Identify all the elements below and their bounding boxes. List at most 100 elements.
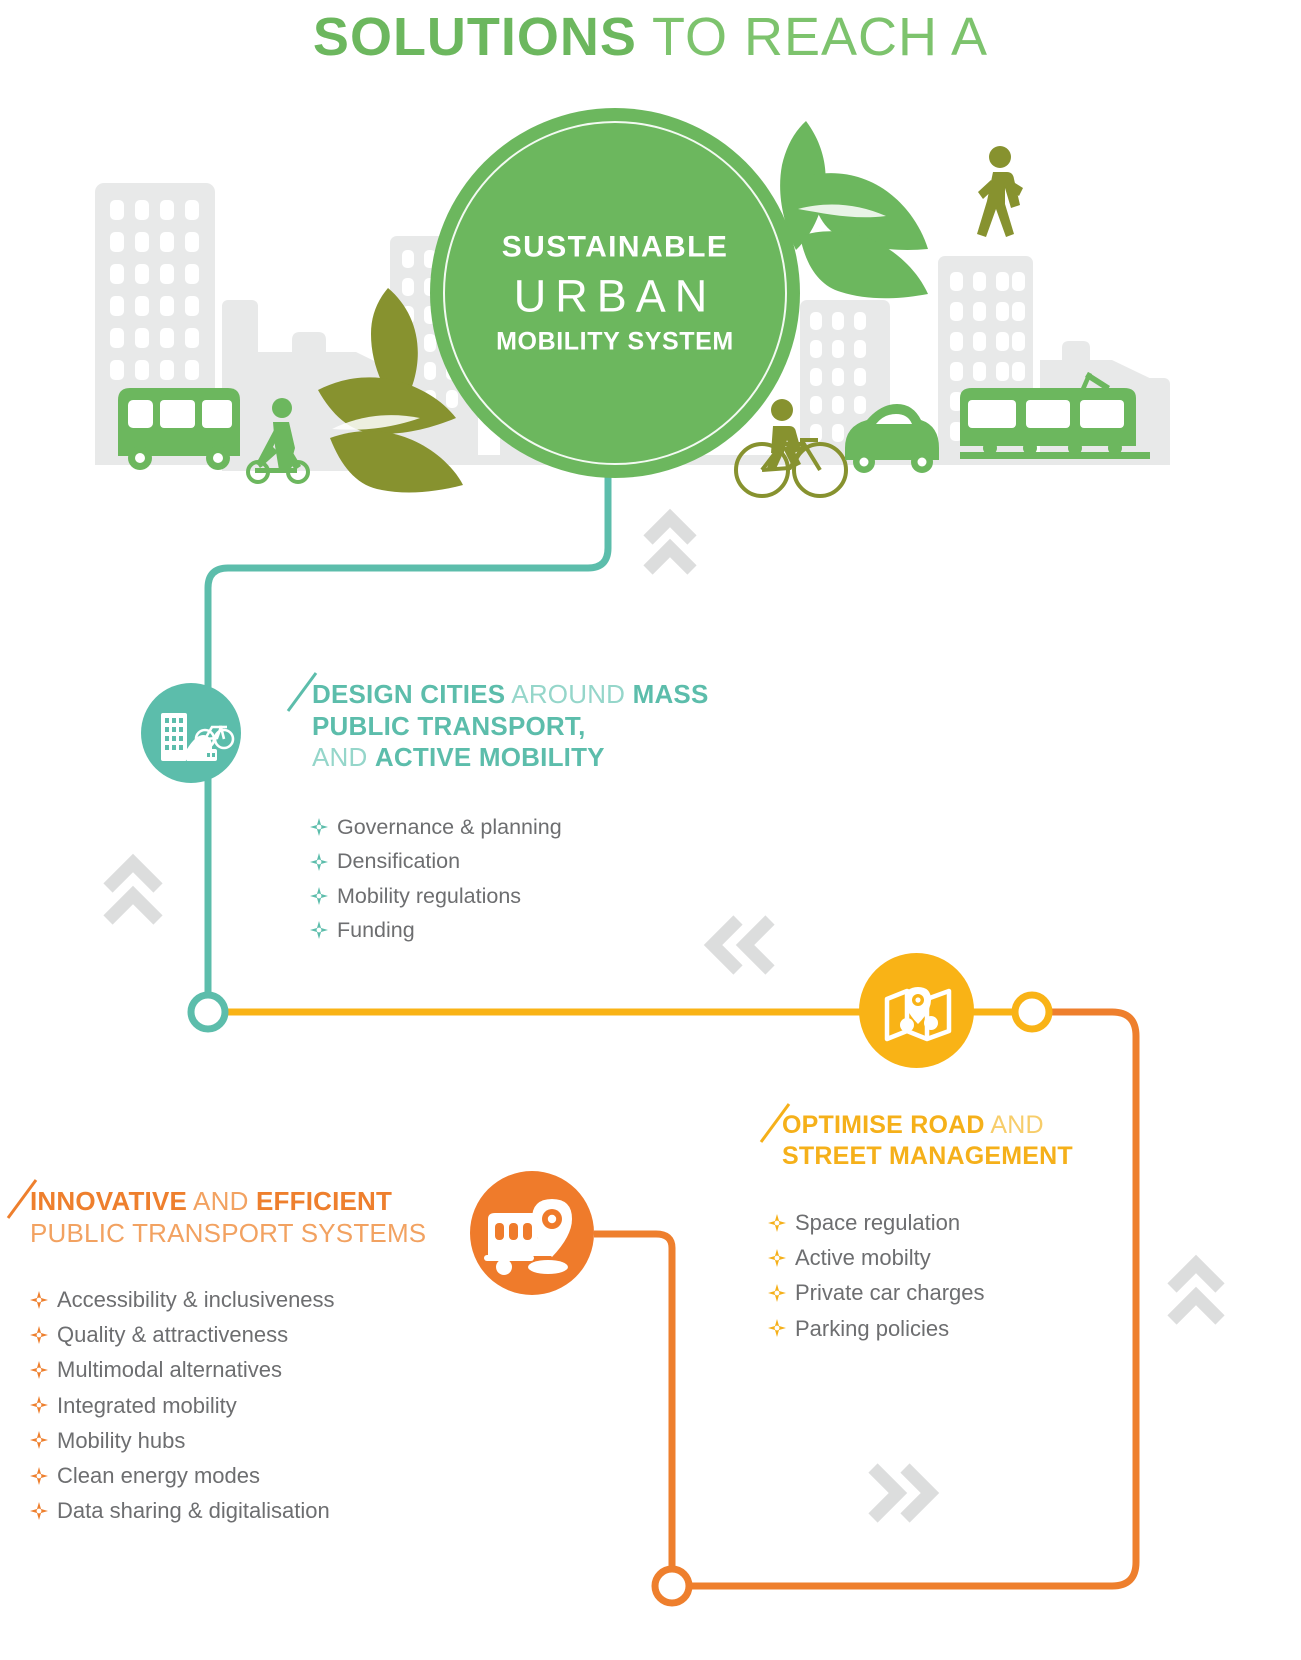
chevron-left-icon [703, 915, 775, 975]
list-item: Private car charges [768, 1275, 985, 1310]
page-title-light: TO REACH A [636, 7, 989, 67]
gold-title-line2: STREET MANAGEMENT [782, 1141, 1073, 1170]
list-item-label: Mobility regulations [337, 883, 522, 908]
city-bike-icon [161, 713, 235, 761]
diamond-bullet-icon [768, 1248, 786, 1267]
orange-title-part2: AND [187, 1186, 256, 1216]
tram-icon [960, 372, 1150, 459]
list-item: Mobility hubs [30, 1423, 335, 1458]
teal-title-line3a: AND [312, 742, 375, 773]
orange-connector-right [690, 1008, 1140, 1590]
leaf-cluster-right-icon [780, 121, 928, 299]
cyclist-icon [734, 399, 848, 498]
list-item-label: Parking policies [795, 1315, 950, 1341]
list-item-label: Active mobilty [795, 1245, 931, 1271]
list-item-label: Space regulation [795, 1210, 961, 1235]
list-item-label: Data sharing & digitalisation [57, 1498, 330, 1524]
gold-title-part2: AND [984, 1111, 1044, 1139]
list-item-label: Integrated mobility [57, 1392, 237, 1418]
bullet-list-design-cities: Governance & planning Densification Mobi… [310, 810, 562, 948]
list-item-label: Accessibility & inclusiveness [57, 1287, 335, 1312]
diamond-bullet-icon [30, 1501, 48, 1520]
hub-line1: SUSTAINABLE [501, 230, 729, 264]
diamond-bullet-icon [310, 852, 328, 871]
diamond-bullet-icon [768, 1319, 786, 1338]
sidebar-icon-public-transport[interactable] [470, 1171, 594, 1295]
list-item: Clean energy modes [30, 1458, 335, 1493]
node-teal [187, 991, 229, 1033]
diamond-bullet-icon [30, 1360, 48, 1379]
node-gold [1011, 991, 1053, 1033]
list-item-label: Private car charges [795, 1280, 985, 1306]
list-item: Parking policies [768, 1311, 985, 1346]
diamond-bullet-icon [310, 886, 328, 905]
list-item-label: Governance & planning [337, 815, 562, 839]
diamond-bullet-icon [30, 1466, 48, 1485]
page-title-strong: SOLUTIONS [312, 7, 637, 67]
list-item: Funding [310, 913, 562, 947]
gold-title-slash [759, 1103, 791, 1143]
diamond-bullet-icon [30, 1396, 48, 1415]
building-windows [110, 200, 1025, 442]
hub-line3: MOBILITY SYSTEM [496, 327, 734, 356]
list-item: Multimodal alternatives [30, 1352, 335, 1387]
chevron-right-icon [868, 1463, 940, 1523]
bullet-list-optimise-road: Space regulation Active mobilty Private … [768, 1205, 985, 1346]
node-orange [651, 1565, 693, 1607]
list-item: Integrated mobility [30, 1388, 335, 1423]
section-title-design-cities: DESIGN CITIES AROUND MASS PUBLIC TRANSPO… [312, 679, 709, 774]
list-item-label: Quality & attractiveness [57, 1322, 289, 1348]
diamond-bullet-icon [30, 1325, 48, 1344]
orange-title-line2: PUBLIC TRANSPORT SYSTEMS [30, 1217, 427, 1248]
list-item-label: Multimodal alternatives [57, 1357, 282, 1383]
teal-title-part3: MASS [632, 679, 709, 709]
chevron-up-icon [1167, 1254, 1225, 1325]
chevron-up-icon [643, 508, 697, 575]
diamond-bullet-icon [768, 1213, 786, 1232]
chevron-up-icon [103, 853, 163, 925]
bullet-list-public-transport: Accessibility & inclusiveness Quality & … [30, 1282, 335, 1528]
diamond-bullet-icon [310, 921, 328, 940]
list-item-label: Mobility hubs [57, 1427, 186, 1453]
scooter-rider-icon [246, 398, 310, 484]
diamond-bullet-icon [30, 1290, 48, 1309]
list-item: Mobility regulations [310, 879, 562, 913]
teal-title-slash [286, 672, 318, 712]
teal-title-part2: AROUND [505, 679, 633, 709]
list-item: Accessibility & inclusiveness [30, 1282, 335, 1317]
teal-connector [204, 470, 612, 1010]
bus-pin-icon [484, 1199, 572, 1275]
orange-connector-left [594, 1230, 676, 1568]
teal-title-part1: DESIGN CITIES [312, 679, 506, 709]
list-item: Governance & planning [310, 810, 562, 844]
hub-line2: URBAN [513, 269, 717, 321]
sidebar-icon-optimise-road[interactable] [859, 953, 974, 1068]
list-item-label: Densification [337, 849, 461, 874]
section-title-public-transport: INNOVATIVE AND EFFICIENT PUBLIC TRANSPOR… [30, 1186, 426, 1249]
page-title: SOLUTIONS TO REACH A [0, 6, 1301, 68]
leaf-cluster-left-icon [318, 288, 463, 493]
bus-icon [118, 388, 240, 470]
gold-title-part1: OPTIMISE ROAD [782, 1111, 985, 1139]
pedestrian-icon [977, 146, 1023, 237]
hub-ring [443, 121, 787, 465]
diamond-bullet-icon [310, 818, 328, 837]
section-title-optimise-road: OPTIMISE ROAD AND STREET MANAGEMENT [782, 1110, 1073, 1171]
list-item: Densification [310, 844, 562, 878]
teal-title-line3b: ACTIVE MOBILITY [374, 742, 605, 773]
orange-title-slash [6, 1179, 38, 1219]
central-hub: SUSTAINABLE URBAN MOBILITY SYSTEM [430, 108, 800, 478]
diamond-bullet-icon [768, 1283, 786, 1302]
car-icon [845, 404, 939, 473]
sidebar-icon-design-cities[interactable] [141, 683, 241, 783]
list-item: Quality & attractiveness [30, 1317, 335, 1352]
list-item: Space regulation [768, 1205, 985, 1240]
orange-title-part1: INNOVATIVE [30, 1186, 188, 1216]
list-item-label: Funding [337, 918, 415, 943]
list-item-label: Clean energy modes [57, 1462, 261, 1488]
orange-title-part3: EFFICIENT [255, 1186, 393, 1216]
list-item: Active mobilty [768, 1240, 985, 1275]
list-item: Data sharing & digitalisation [30, 1493, 335, 1528]
map-pin-icon [884, 987, 952, 1042]
